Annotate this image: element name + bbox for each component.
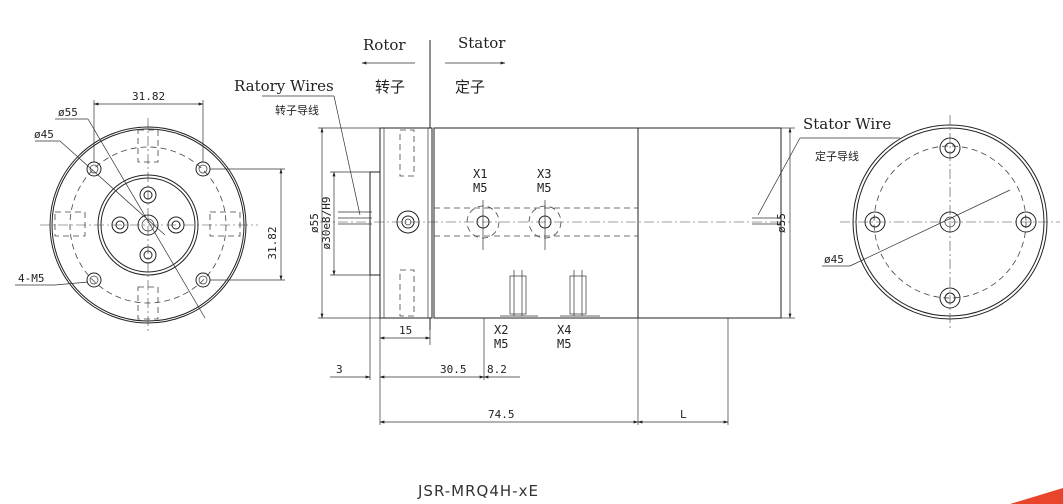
label-rotor: Rotor bbox=[363, 36, 406, 54]
label-rotor-cn: 转子 bbox=[375, 78, 405, 96]
label-rotary-wires-cn: 转子导线 bbox=[275, 103, 319, 117]
model-title: JSR-MRQ4H-xE bbox=[417, 482, 539, 500]
dim-d55-left: ø55 bbox=[58, 106, 78, 119]
label-stator-wire: Stator Wire bbox=[803, 115, 891, 133]
dim-31-82-top: 31.82 bbox=[132, 90, 165, 103]
dim-shaft-d30: ø30e8/H9 bbox=[320, 197, 333, 250]
dim-30-5: 30.5 bbox=[440, 363, 467, 376]
side-view bbox=[262, 40, 900, 425]
label-stator-cn: 定子 bbox=[455, 78, 485, 96]
label-x1-thread: M5 bbox=[473, 181, 487, 195]
label-stator-wire-cn: 定子导线 bbox=[815, 149, 859, 163]
label-x4-thread: M5 bbox=[557, 337, 571, 351]
label-x2: X2 bbox=[494, 323, 508, 337]
label-x2-thread: M5 bbox=[494, 337, 508, 351]
dim-3: 3 bbox=[336, 363, 343, 376]
label-rotary-wires: Ratory Wires bbox=[234, 77, 334, 95]
dim-L: L bbox=[680, 408, 687, 421]
dim-body-d55: ø55 bbox=[308, 213, 321, 233]
dim-right-d45: ø45 bbox=[824, 253, 844, 266]
brand-swoosh bbox=[1010, 488, 1063, 504]
label-x4: X4 bbox=[557, 323, 571, 337]
dim-15: 15 bbox=[399, 324, 412, 337]
dim-right-d55: ø55 bbox=[775, 213, 788, 233]
dim-8-2: 8.2 bbox=[487, 363, 507, 376]
label-x1: X1 bbox=[473, 167, 487, 181]
dim-d45-left: ø45 bbox=[34, 128, 54, 141]
left-end-view bbox=[15, 100, 285, 332]
dim-31-82-side: 31.82 bbox=[266, 226, 279, 259]
right-end-view bbox=[822, 115, 1060, 330]
label-x3: X3 bbox=[537, 167, 551, 181]
dim-4-m5: 4-M5 bbox=[18, 272, 45, 285]
label-stator: Stator bbox=[458, 34, 506, 52]
label-x3-thread: M5 bbox=[537, 181, 551, 195]
dim-74-5: 74.5 bbox=[488, 408, 515, 421]
